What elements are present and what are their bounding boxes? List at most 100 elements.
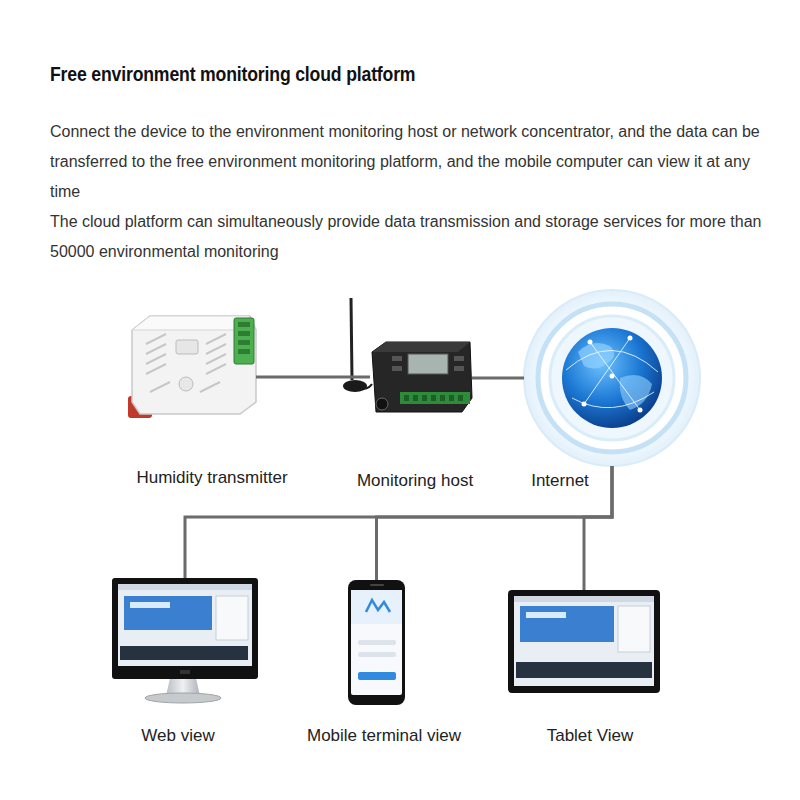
tablet-illustration-part <box>618 606 650 652</box>
tablet-illustration-part <box>514 596 654 602</box>
cloud-globe: Internet <box>524 290 700 466</box>
tablet-illustration-part <box>520 606 614 642</box>
monitor-illustration-part <box>118 584 252 590</box>
description-text: The cloud platform can simultaneously pr… <box>50 207 780 267</box>
transmitter-illustration-part <box>179 377 193 391</box>
phone-illustration-part <box>348 580 405 705</box>
page-title: Free environment monitoring cloud platfo… <box>50 62 415 86</box>
device-caption: Monitoring host <box>357 471 473 491</box>
host-illustration-part-part <box>458 395 463 401</box>
device-caption: Tablet View <box>547 726 634 746</box>
transmitter-illustration-part-part <box>206 364 226 374</box>
phone-illustration-part <box>370 584 384 586</box>
transmitter-illustration-part-part <box>238 322 250 327</box>
transmitter-illustration-part <box>146 334 226 392</box>
host-illustration-part-part <box>454 356 464 361</box>
host-illustration-part-part <box>392 366 402 371</box>
transmitter-illustration-part <box>132 316 256 414</box>
transmitter-illustration-part <box>238 322 250 354</box>
device-caption: Humidity transmitter <box>136 468 287 488</box>
host-illustration-part-part <box>404 395 409 401</box>
monitor-illustration-part <box>112 578 258 679</box>
monitor-illustration <box>112 578 258 703</box>
tablet-illustration-part <box>526 612 566 618</box>
tablet-illustration-part <box>514 596 654 686</box>
globe-illustration-part-part <box>572 392 654 408</box>
transmitter-illustration-part <box>132 316 250 330</box>
host-illustration-part <box>343 380 367 392</box>
device-caption: Mobile terminal view <box>307 726 461 746</box>
transmitter-illustration-part-part <box>238 349 250 354</box>
globe-illustration-part-part <box>610 374 615 379</box>
host-illustration-part-part <box>392 356 402 361</box>
globe-illustration-part <box>550 316 674 440</box>
globe-illustration-part-part <box>582 402 587 407</box>
device-caption: Web view <box>141 726 214 746</box>
globe-illustration-part-part <box>628 336 633 341</box>
transmitter-illustration <box>128 316 256 418</box>
host-illustration-part <box>351 298 352 380</box>
transmitter-illustration-part-part <box>238 340 250 345</box>
host-illustration-part-part <box>413 395 418 401</box>
globe-illustration <box>524 290 700 466</box>
globe-illustration-part-part <box>566 350 658 372</box>
description-text: Connect the device to the environment mo… <box>50 117 780 207</box>
transmitter-illustration-part-part <box>146 344 166 354</box>
transmitter-illustration-part-part <box>238 331 250 336</box>
monitor-illustration-part <box>145 693 221 703</box>
globe-illustration-part <box>562 328 662 428</box>
phone-device: Mobile terminal view <box>348 580 405 705</box>
globe-illustration-part-part <box>638 408 643 413</box>
sensor-device: Humidity transmitter <box>130 315 256 415</box>
host-illustration-part-part <box>440 395 445 401</box>
tablet-device: Tablet View <box>508 590 660 693</box>
transmitter-illustration-part-part <box>146 354 166 364</box>
host-illustration-part-part <box>422 395 427 401</box>
network-wire <box>256 376 370 379</box>
host-illustration-part <box>404 395 463 401</box>
monitor-illustration-part <box>180 670 190 674</box>
monitor-illustration-part <box>118 584 252 666</box>
transmitter-illustration-part-part <box>146 364 166 374</box>
transmitter-illustration-part <box>176 340 198 354</box>
phone-illustration-part <box>351 590 402 695</box>
phone-illustration-part <box>358 672 396 680</box>
phone-illustration-part <box>351 590 402 624</box>
globe-illustration-part <box>524 290 700 466</box>
globe-illustration-part-part <box>584 338 630 404</box>
transmitter-illustration-part-part <box>206 344 226 354</box>
phone-illustration-part <box>358 640 396 645</box>
host-illustration-part <box>360 384 372 389</box>
host-illustration-part-part <box>454 366 464 371</box>
host-illustration-part <box>408 354 448 374</box>
transmitter-illustration-part-part <box>146 334 166 344</box>
monitor-device: Web view <box>112 578 258 700</box>
globe-illustration-part-part <box>590 342 640 410</box>
host-illustration-part <box>392 356 464 371</box>
globe-illustration-part <box>582 336 643 413</box>
device-caption: Internet <box>531 471 589 491</box>
host-illustration-part <box>372 342 472 412</box>
phone-illustration-part <box>358 652 396 657</box>
transmitter-illustration-part-part <box>200 382 220 392</box>
network-wire <box>472 377 524 380</box>
globe-illustration-part <box>578 343 614 368</box>
globe-illustration-part <box>566 338 658 410</box>
host-illustration-part-part <box>431 395 436 401</box>
globe-illustration-part-part <box>588 340 593 345</box>
host-illustration-part-part <box>449 395 454 401</box>
globe-illustration-part <box>538 304 686 452</box>
monitor-illustration-part <box>216 596 248 640</box>
monitor-illustration-part <box>120 646 248 660</box>
host-device: Monitoring host <box>370 342 472 412</box>
tablet-illustration <box>508 590 660 693</box>
transmitter-illustration-part <box>234 318 254 364</box>
transmitter-illustration-part-part <box>150 382 170 392</box>
tablet-illustration-part <box>516 662 652 678</box>
host-illustration-part <box>400 392 470 404</box>
phone-illustration-part <box>366 600 390 612</box>
transmitter-illustration-part-part <box>206 334 226 344</box>
